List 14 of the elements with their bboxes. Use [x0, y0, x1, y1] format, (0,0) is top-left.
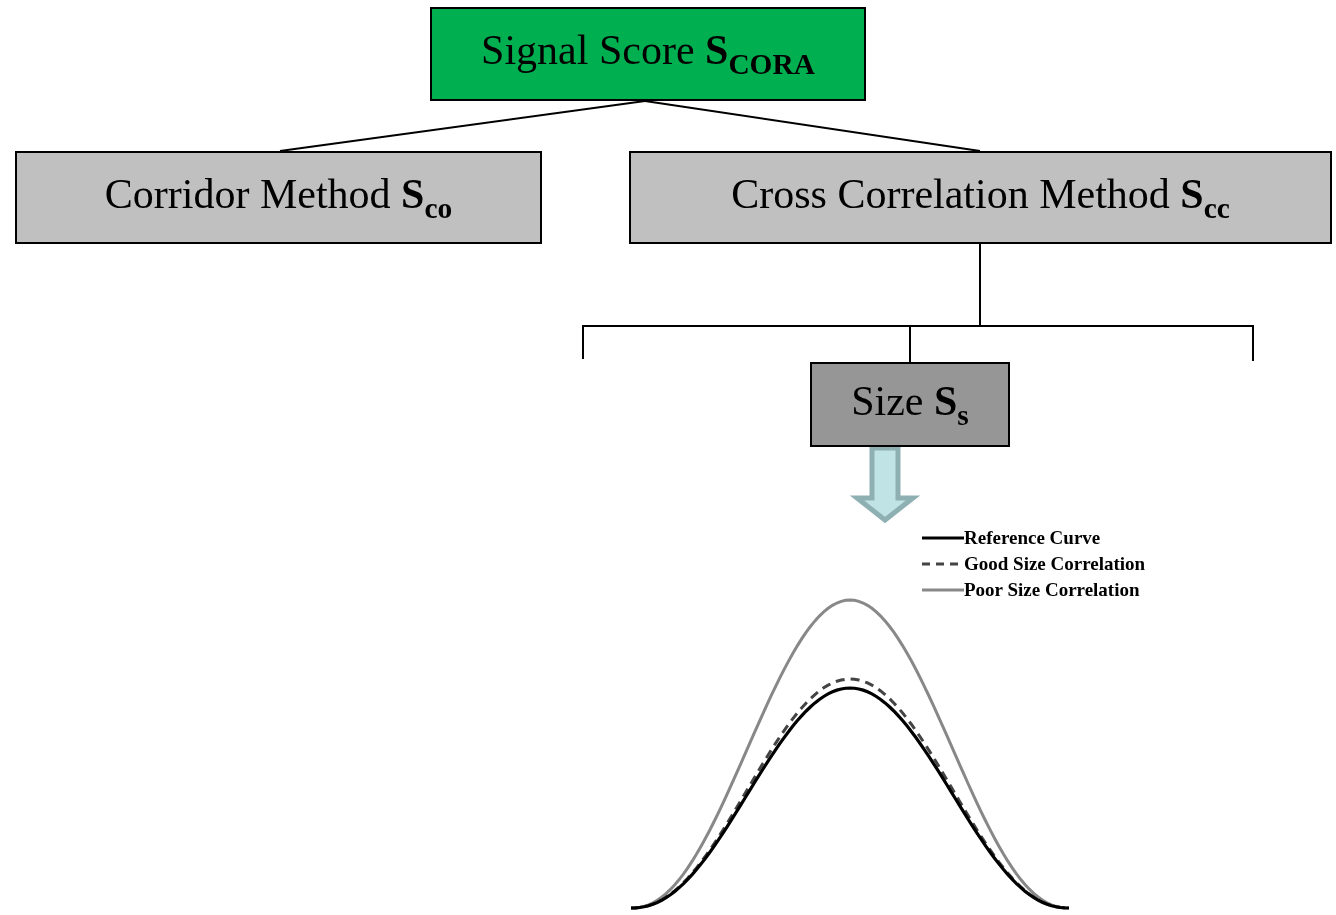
- box-label: Cross Correlation Method S$_{cc}$: [731, 169, 1230, 226]
- box-label: Signal Score S$_{CORA}$: [481, 26, 815, 82]
- method-box: [15, 151, 542, 244]
- connector-line: [279, 100, 646, 152]
- method-box: [629, 151, 1332, 244]
- legend-label: Poor Size Correlation: [964, 579, 1140, 601]
- legend-label: Good Size Correlation: [964, 553, 1146, 575]
- connector-line: [644, 100, 981, 152]
- box-label: Corridor Method S$_{co}$: [104, 169, 453, 226]
- criterion-box: [810, 362, 1010, 447]
- block-arrow: [849, 445, 921, 524]
- legend-label: Reference Curve: [964, 527, 1101, 549]
- box-label: Size S$_{s}$: [851, 376, 969, 433]
- score-box: [430, 7, 866, 101]
